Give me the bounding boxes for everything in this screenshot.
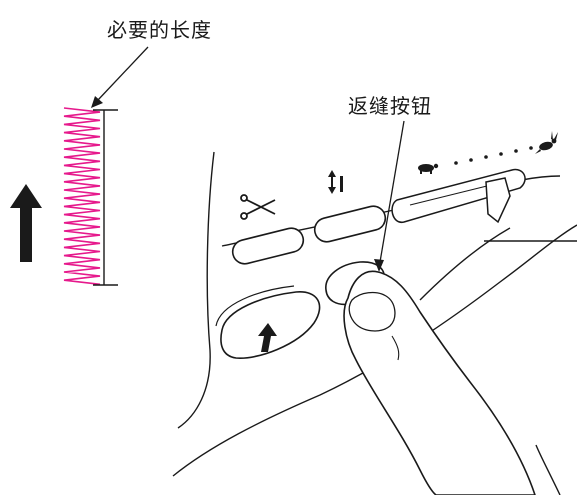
reverse-leader-arrow [374,120,405,272]
speed-slider-knob[interactable] [485,177,511,224]
needle-up-down-icon [328,170,343,194]
turtle-slow-icon [418,163,439,174]
zigzag-stitch-sample [63,107,101,286]
scissors-icon [240,194,276,220]
needle-position-button[interactable] [312,204,388,245]
sewing-direction-arrow-icon [10,184,42,262]
thread-cutter-button[interactable] [230,226,306,267]
finger-pressing [343,270,537,496]
length-leader-arrow [91,46,149,108]
speed-slider[interactable] [391,168,526,224]
required-length-label: 必要的长度 [107,18,212,42]
button-slots [230,204,388,267]
length-bracket [93,109,118,286]
reverse-button[interactable] [215,285,321,359]
speed-dots [454,146,533,165]
arrow-up-icon [258,323,277,352]
rabbit-fast-icon [535,131,558,154]
zigzag-stitch [63,107,101,286]
reverse-button-label: 返缝按钮 [348,94,432,118]
